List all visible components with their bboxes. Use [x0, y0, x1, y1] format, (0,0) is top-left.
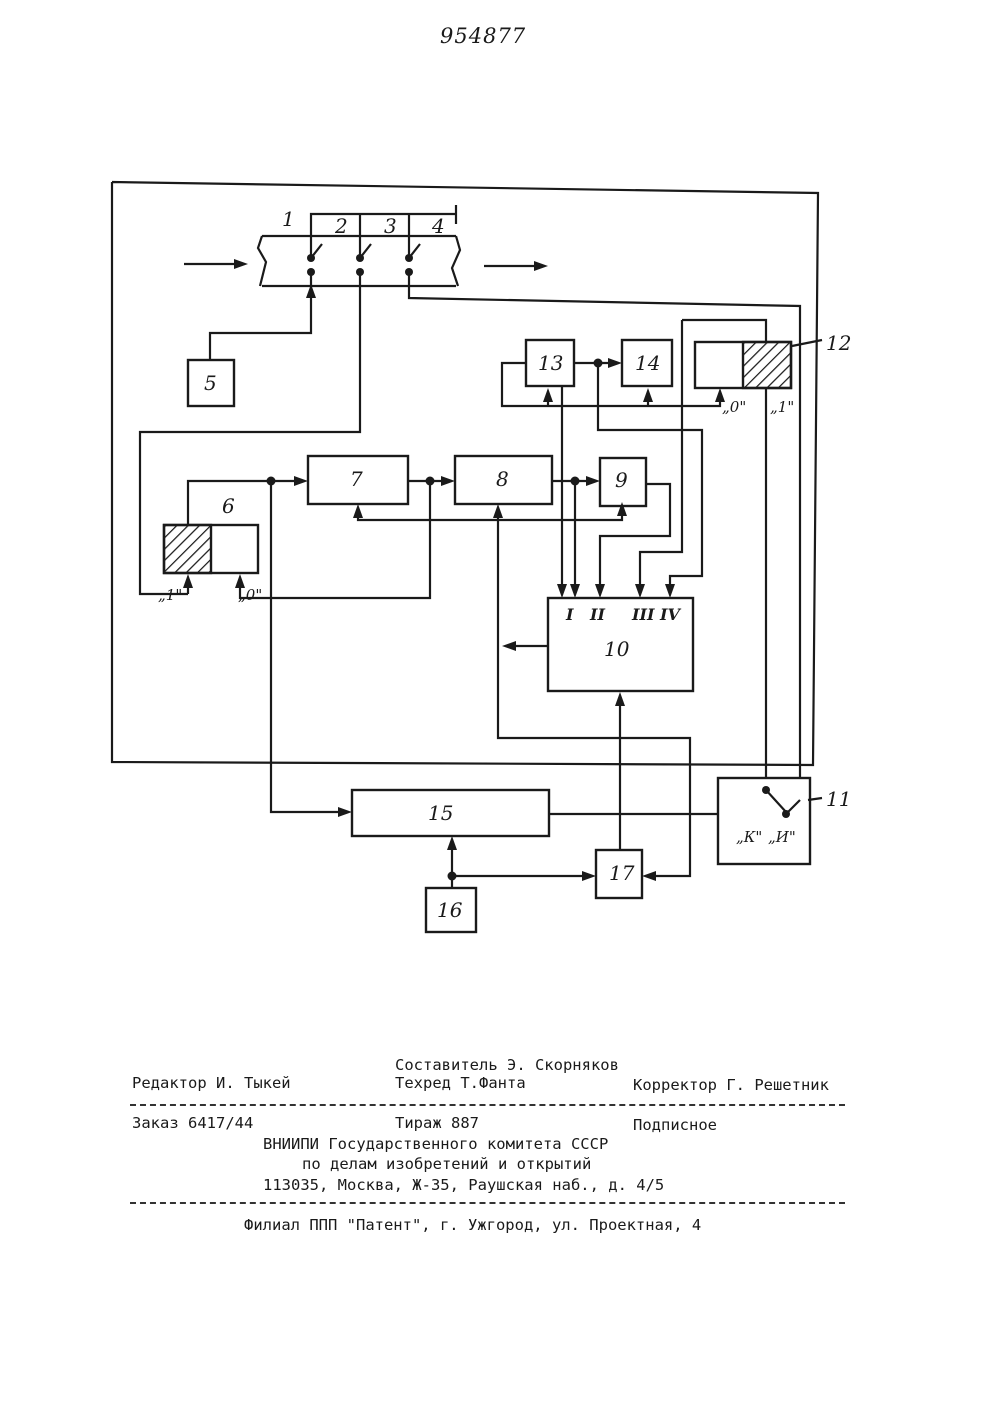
label-10: 10	[604, 637, 630, 661]
sensor-2	[307, 236, 322, 286]
subscription-line: Подписное	[633, 1116, 717, 1134]
conveyor-1: 1 2 3 4	[184, 205, 548, 286]
techred-line: Техред Т.Фанта	[395, 1074, 526, 1092]
branch-line: Филиал ППП "Патент", г. Ужгород, ул. Про…	[244, 1216, 701, 1234]
input-II: II	[589, 605, 605, 624]
switch11-label-k: „К"	[736, 828, 762, 846]
org-line-2: по делам изобретений и открытий	[302, 1155, 591, 1173]
switch6-label-0: „0"	[238, 586, 262, 604]
editor-line: Редактор И. Тыкей	[132, 1074, 291, 1092]
label-16: 16	[437, 898, 463, 922]
switch-11: „К" „И" 11	[718, 778, 851, 864]
switch-12: 12 „0" „1"	[695, 331, 851, 416]
compiler-line: Составитель Э. Скорняков	[395, 1056, 619, 1074]
input-III: III	[631, 605, 655, 624]
circulation-line: Тираж 887	[395, 1114, 479, 1132]
label-12: 12	[826, 331, 851, 355]
block-diagram: 1 2 3 4 5 6 „1" „0" 7	[0, 0, 1000, 1000]
label-1: 1	[282, 207, 295, 231]
divider-bottom	[130, 1202, 845, 1204]
label-13: 13	[538, 351, 563, 375]
org-line-1: ВНИИПИ Государственного комитета СССР	[263, 1135, 608, 1153]
label-11: 11	[826, 787, 851, 811]
sensor-3	[356, 236, 371, 286]
label-14: 14	[635, 351, 660, 375]
label-5: 5	[204, 371, 217, 395]
switch6-label-1: „1"	[158, 586, 182, 604]
label-15: 15	[428, 801, 453, 825]
label-8: 8	[496, 467, 509, 491]
label-17: 17	[609, 861, 635, 885]
switch12-label-1: „1"	[770, 398, 794, 416]
switch11-label-i: „И"	[768, 828, 796, 846]
address-line: 113035, Москва, Ж-35, Раушская наб., д. …	[263, 1176, 664, 1194]
sensor-4	[405, 236, 420, 286]
label-3: 3	[384, 214, 397, 238]
order-line: Заказ 6417/44	[132, 1114, 253, 1132]
label-4: 4	[431, 214, 445, 238]
label-6: 6	[222, 494, 235, 518]
label-7: 7	[350, 467, 363, 491]
input-IV: IV	[659, 605, 681, 624]
divider-top	[130, 1104, 845, 1106]
label-2: 2	[334, 214, 348, 238]
corrector-line: Корректор Г. Решетник	[633, 1076, 829, 1094]
label-9: 9	[615, 468, 628, 492]
switch12-label-0: „0"	[722, 398, 746, 416]
input-I: I	[565, 605, 574, 624]
switch-6: 6 „1" „0"	[158, 494, 262, 604]
